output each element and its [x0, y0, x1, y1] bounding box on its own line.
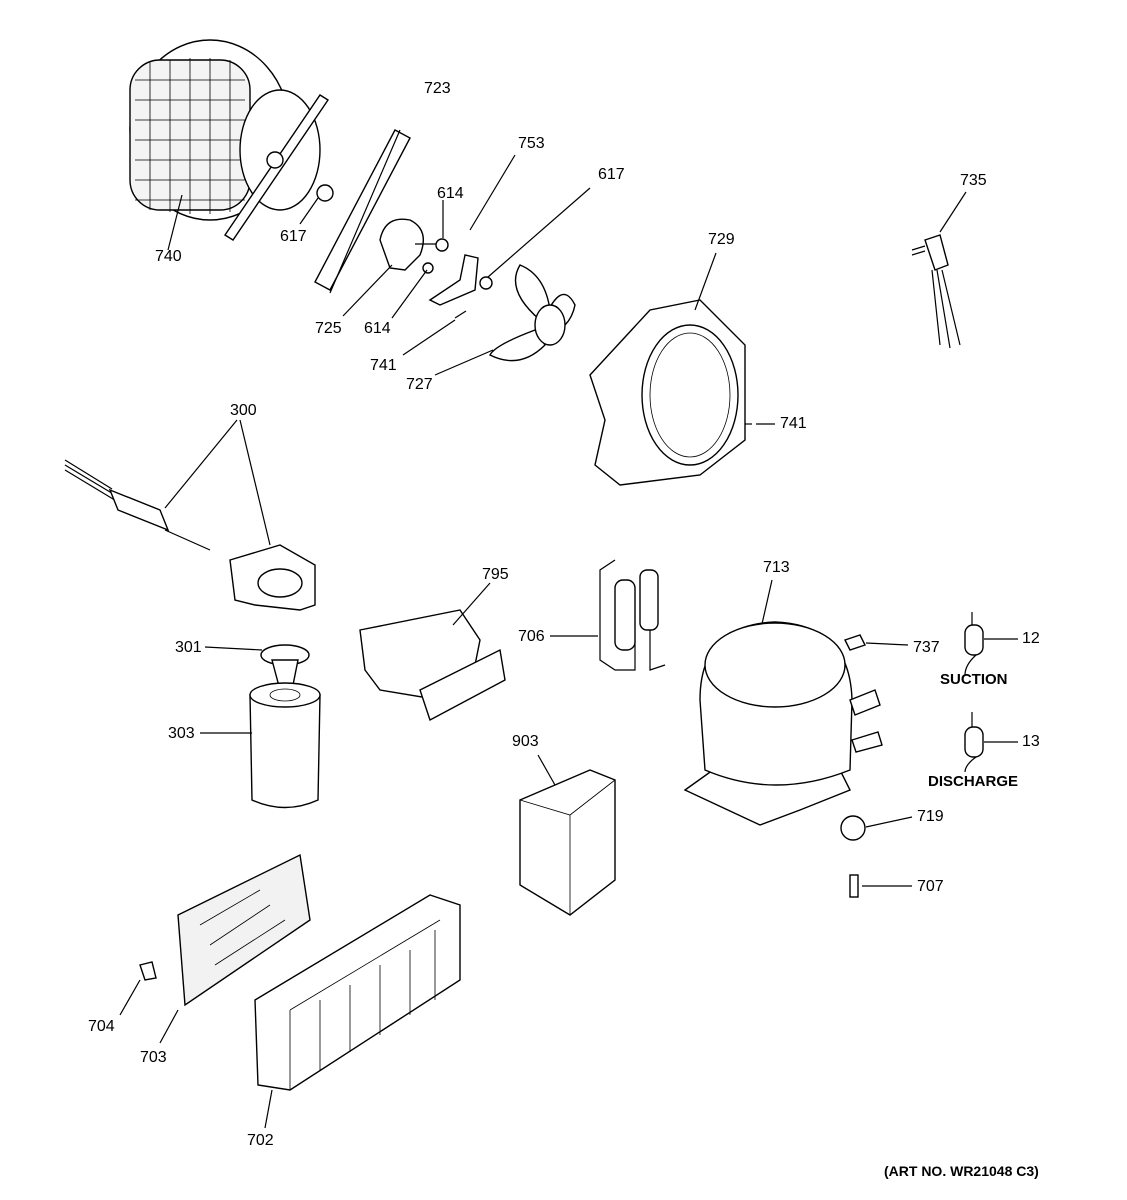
caption-suction: SUCTION: [940, 671, 1008, 688]
label-702: 702: [247, 1132, 274, 1149]
dryer-706: [599, 559, 666, 671]
nut-614-b: [422, 262, 434, 274]
label-903: 903: [512, 733, 539, 750]
caption-discharge: DISCHARGE: [928, 773, 1019, 790]
spacer-707: [849, 874, 859, 898]
label-617-b: 617: [598, 166, 625, 183]
label-12: 12: [1022, 630, 1040, 647]
label-13: 13: [1022, 733, 1040, 750]
label-719: 719: [917, 808, 944, 825]
label-614-b: 614: [364, 320, 391, 337]
valve-795: [359, 609, 506, 722]
suction-fitting-12: [964, 612, 984, 676]
clip-704: [139, 961, 157, 981]
label-735: 735: [960, 172, 987, 189]
label-725: 725: [315, 320, 342, 337]
label-795: 795: [482, 566, 509, 583]
label-727: 727: [406, 376, 433, 393]
fan-motor-725: [379, 218, 440, 271]
label-303: 303: [168, 725, 195, 742]
label-703: 703: [140, 1049, 167, 1066]
condenser-coil-740: [129, 39, 329, 241]
label-741-a: 741: [370, 357, 397, 374]
label-729: 729: [708, 231, 735, 248]
label-753: 753: [518, 135, 545, 152]
bracket-753: [428, 254, 479, 306]
control-board-703: [177, 853, 311, 1007]
art-number: (ART NO. WR21048 C3): [884, 1163, 1039, 1179]
leader-lines: [119, 129, 1018, 1129]
label-704: 704: [88, 1018, 115, 1035]
fan-blade-727: [489, 264, 576, 362]
label-707: 707: [917, 878, 944, 895]
label-617-a: 617: [280, 228, 307, 245]
label-706: 706: [518, 628, 545, 645]
grommet-719: [840, 815, 866, 841]
label-741-b: 741: [780, 415, 807, 432]
board-cover-702: [254, 894, 461, 1091]
power-cord-735: [911, 234, 961, 349]
label-713: 713: [763, 559, 790, 576]
label-300: 300: [230, 402, 257, 419]
harness-300: [64, 459, 316, 611]
inverter-903: [519, 769, 616, 916]
label-723: 723: [424, 80, 451, 97]
fan-shroud-729: [589, 299, 746, 486]
filter-303: [249, 682, 321, 809]
compressor-713: [683, 621, 883, 826]
label-737: 737: [913, 639, 940, 656]
label-301: 301: [175, 639, 202, 656]
screw-741-a: [454, 310, 467, 319]
bracket-723: [314, 129, 411, 291]
grommet-617: [316, 184, 334, 202]
grommet-617-b: [479, 276, 493, 290]
part-737: [844, 634, 866, 651]
discharge-fitting-13: [964, 712, 984, 773]
nut-614-a: [435, 238, 449, 252]
label-740: 740: [155, 248, 182, 265]
label-614-a: 614: [437, 185, 464, 202]
